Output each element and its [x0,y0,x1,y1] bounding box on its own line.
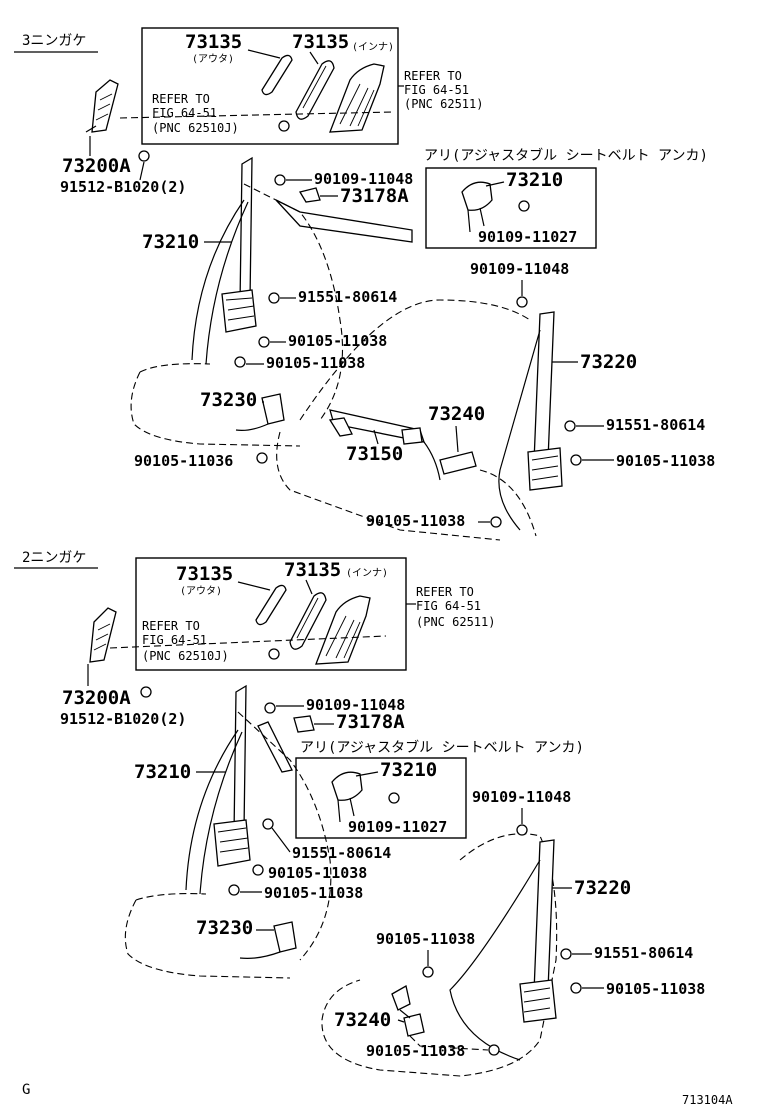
refer-right-line1: REFER TO [404,69,462,83]
part-90109-11048-b: 90109-11048 [470,260,569,278]
part-90105-11038-d: 90105-11038 [366,1042,465,1060]
seat-outline-right [321,833,558,1077]
adjustable-anchor-title: アリ(アジャスタブル シートベルト アンカ) [300,739,584,756]
part-90105-11038-f: 90105-11038 [376,930,475,948]
part-73230: 73230 [196,917,253,939]
part-73240: 73240 [428,403,485,425]
adjustable-bolt-90109-11027: 90109-11027 [348,818,447,836]
part-73135-outer: 73135 [176,563,233,585]
trim-cover-outer [261,54,293,96]
section-heading: 2ニンガケ [22,550,86,566]
adjustable-part-73210: 73210 [380,759,437,781]
part-73210-left: 73210 [142,231,199,253]
part-91551-80614-a: 91551-80614 [292,844,391,862]
adjustable-bolt-90109-11027: 90109-11027 [478,228,577,246]
part-90105-11038-a: 90105-11038 [288,332,387,350]
adjustable-anchor-title: アリ(アジャスタブル シートベルト アンカ) [424,147,708,164]
refer-left-line1: REFER TO [142,619,200,633]
part-73220: 73220 [580,351,637,373]
part-73135-outer-sub: (アウタ) [180,585,222,597]
adjustable-anchor-box [295,757,467,839]
section-heading: 3ニンガケ [22,33,86,49]
figure-code: 713104A [682,1093,733,1107]
refer-right-line1: REFER TO [416,585,474,599]
part-90109-11048-a: 90109-11048 [314,170,413,188]
retractor-belt-right [533,839,555,993]
seat-outline-left [124,899,291,979]
part-73150: 73150 [346,443,403,465]
refer-left-line2: FIG 64-51 [142,633,207,647]
part-90105-11038-e: 90105-11038 [606,980,705,998]
refer-right-line3: (PNC 62511) [404,97,483,111]
part-73135-outer-sub: (アウタ) [192,53,234,65]
part-90109-11048-b: 90109-11048 [472,788,571,806]
pillar-garnish [329,63,385,133]
trim-cover-inner [295,60,335,120]
trim-cover-outer [255,584,287,626]
part-91551-80614-a: 91551-80614 [298,288,397,306]
part-73240: 73240 [334,1009,391,1031]
buckle-73230 [261,393,285,425]
adjustable-part-73210: 73210 [506,169,563,191]
part-73230: 73230 [200,389,257,411]
part-73135-inner-sub: (インナ) [346,567,388,579]
retractor-left [221,289,257,333]
part-90105-11038-b: 90105-11038 [264,884,363,902]
part-90109-11048-a: 90109-11048 [306,696,405,714]
section-3-seat: 3ニンガケ 73135 (アウタ) 73135 (インナ) REFER TO F… [14,27,715,541]
part-73200A: 73200A [62,155,131,177]
part-91512: 91512-B1020(2) [60,710,186,728]
part-91512: 91512-B1020(2) [60,178,186,196]
refer-right-line2: FIG 64-51 [416,599,481,613]
pillar-garnish [315,595,371,665]
part-73178A: 73178A [336,711,405,733]
part-73178A: 73178A [340,185,409,207]
part-90105-11038-a: 90105-11038 [268,864,367,882]
clip-73178A [298,187,321,203]
retractor-belt-left [239,156,253,305]
retractor-belt-right [533,311,555,463]
part-73210-left: 73210 [134,761,191,783]
part-90105-11038-d: 90105-11038 [366,512,465,530]
retractor-left [213,819,251,867]
part-73135-inner-sub: (インナ) [352,41,394,53]
buckle-73230 [273,921,297,953]
part-73135-inner: 73135 [284,559,341,581]
trim-cover-box [135,557,407,671]
part-73135-inner: 73135 [292,31,349,53]
refer-left-line1: REFER TO [152,92,210,106]
section-2-seat: 2ニンガケ 73135 (アウタ) 73135 (インナ) REFER TO F… [14,550,705,1077]
buckle-73240 [391,984,411,1011]
part-91551-80614-b: 91551-80614 [594,944,693,962]
part-90105-11038-e: 90105-11038 [616,452,715,470]
belt-strip [257,721,293,773]
retractor-belt-left [233,684,247,835]
anchor-bracket-73200A [89,607,117,663]
refer-right-line2: FIG 64-51 [404,83,469,97]
seat-outline-center [276,431,501,541]
retractor-right [519,979,557,1023]
refer-left-line3: (PNC 62510J) [142,649,229,663]
part-73200A: 73200A [62,687,131,709]
footer-left-mark: G [22,1082,30,1098]
part-90105-11036: 90105-11036 [134,452,233,470]
adjustable-anchor-box [425,167,597,249]
part-90105-11038-b: 90105-11038 [266,354,365,372]
retractor-right [527,447,563,491]
part-91551-80614-b: 91551-80614 [606,416,705,434]
trim-cover-inner [289,592,327,650]
refer-left-line2: FIG 64-51 [152,106,217,120]
adjustable-anchor-part [331,771,363,801]
part-73220: 73220 [574,877,631,899]
refer-left-line3: (PNC 62510J) [152,121,239,135]
part-73135-outer: 73135 [185,31,242,53]
buckle-73240 [439,451,477,475]
refer-right-line3: (PNC 62511) [416,615,495,629]
clip-73178A [293,715,315,733]
adjustable-anchor-part [461,181,493,211]
